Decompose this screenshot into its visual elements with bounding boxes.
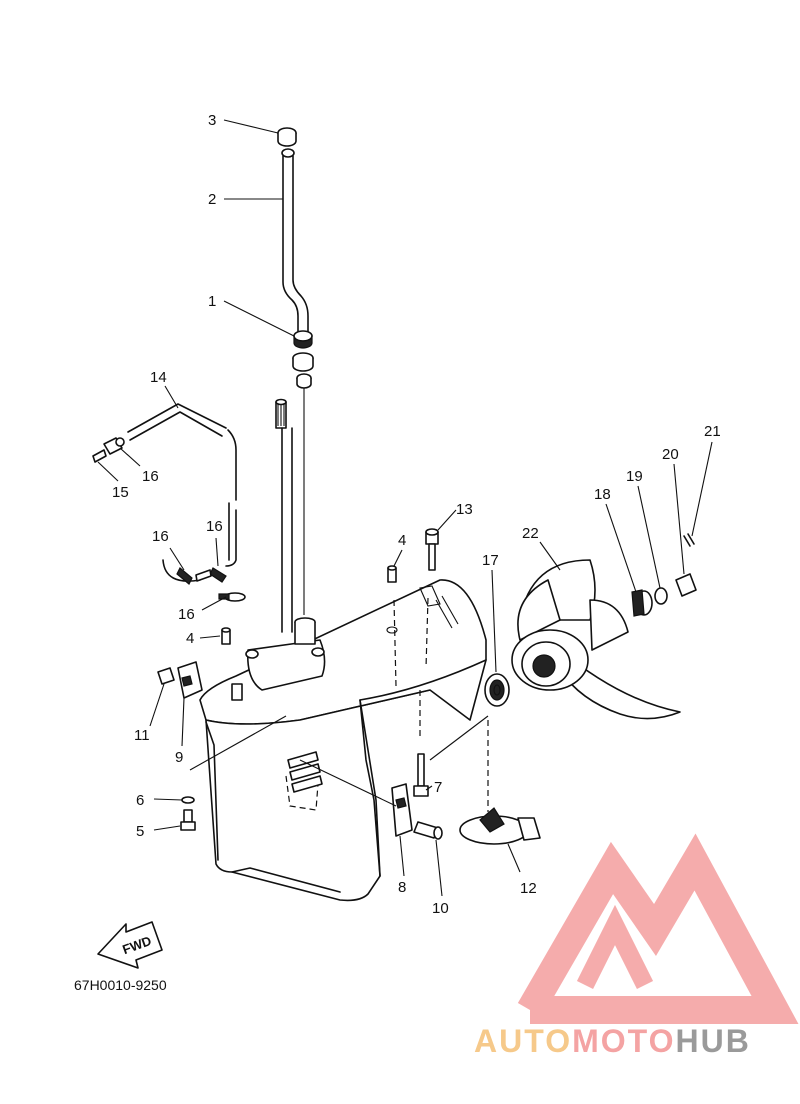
- watermark-hub: HUB: [675, 1023, 750, 1059]
- callout-11: 11: [134, 727, 150, 744]
- callout-1: 1: [208, 293, 216, 310]
- callout-10: 10: [432, 900, 449, 917]
- callout-22: 22: [522, 525, 539, 542]
- callout-19: 19: [626, 468, 643, 485]
- callout-14: 14: [150, 369, 167, 386]
- watermark-auto: AUTO: [474, 1023, 572, 1059]
- callout-6: 6: [136, 792, 144, 809]
- figure-code: 67H0010-9250: [74, 977, 167, 993]
- callout-4: 4: [186, 630, 194, 647]
- callout-17: 17: [482, 552, 499, 569]
- callout-20: 20: [662, 446, 679, 463]
- callout-21: 21: [704, 423, 721, 440]
- small-parts: [157, 528, 541, 845]
- hose-14: [92, 403, 246, 602]
- callout-16: 16: [206, 518, 223, 535]
- callout-labels: 3 2 1 14 16 15 16 16 16 4 4 13 17 22 18 …: [112, 112, 721, 917]
- callout-4: 4: [398, 532, 406, 549]
- callout-13: 13: [456, 501, 473, 518]
- watermark-logo: [517, 833, 799, 1024]
- callout-8: 8: [398, 879, 406, 896]
- callout-18: 18: [594, 486, 611, 503]
- callout-12: 12: [520, 880, 537, 897]
- callout-7: 7: [434, 779, 442, 796]
- leader-lines: [97, 119, 713, 897]
- callout-5: 5: [136, 823, 144, 840]
- callout-16: 16: [152, 528, 169, 545]
- water-tube-assembly: [277, 127, 314, 615]
- callout-15: 15: [112, 484, 129, 501]
- drive-shaft: [275, 398, 293, 633]
- callout-16: 16: [178, 606, 195, 623]
- watermark-text: AUTOMOTOHUB: [474, 1023, 751, 1059]
- callout-9: 9: [175, 749, 183, 766]
- fwd-arrow: FWD: [97, 921, 163, 969]
- callout-3: 3: [208, 112, 216, 129]
- callout-2: 2: [208, 191, 216, 208]
- lower-casing: [199, 579, 487, 902]
- propeller-group: [484, 533, 697, 812]
- watermark-moto: MOTO: [572, 1023, 675, 1059]
- callout-16: 16: [142, 468, 159, 485]
